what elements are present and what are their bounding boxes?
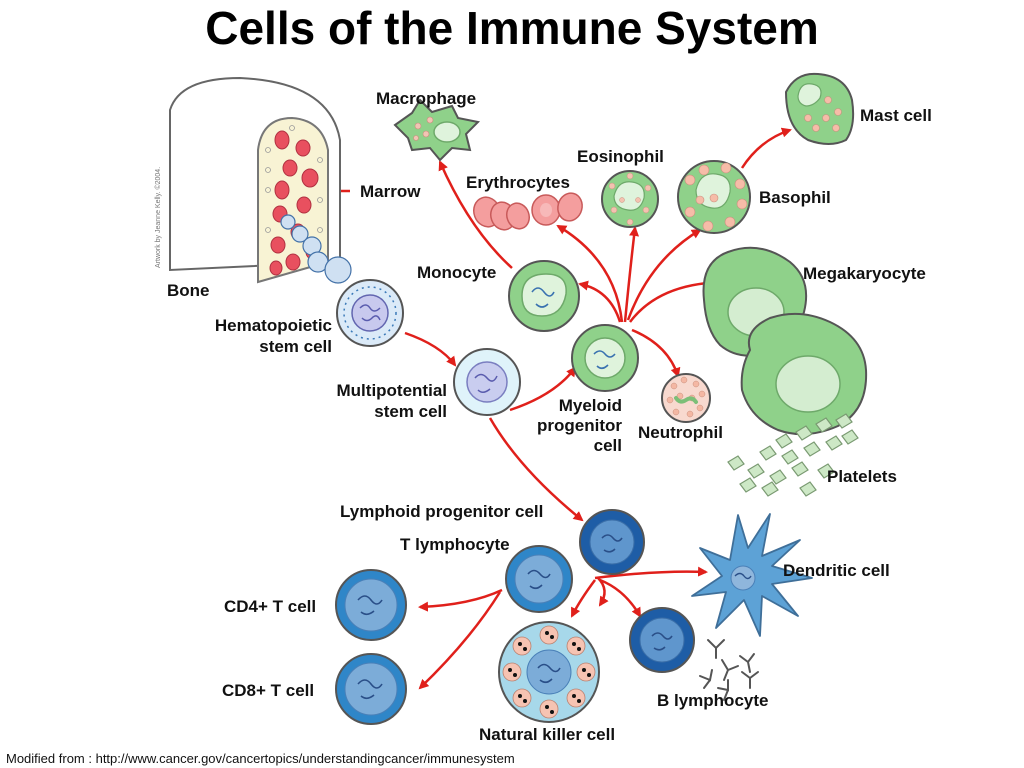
arrows bbox=[310, 127, 792, 690]
arrow-lymphoid-to-b bbox=[599, 578, 642, 618]
t-lymphocyte bbox=[505, 545, 573, 613]
label-myeloid-line1: Myeloid bbox=[559, 396, 622, 415]
dendritic-cell bbox=[691, 513, 813, 637]
erythrocytes bbox=[473, 192, 583, 231]
label-mast-cell: Mast cell bbox=[860, 106, 932, 125]
basophil bbox=[677, 160, 751, 234]
label-macrophage: Macrophage bbox=[376, 89, 476, 108]
arrow-lymphoid-to-nk bbox=[570, 579, 597, 618]
label-marrow: Marrow bbox=[360, 182, 421, 201]
label-bone: Bone bbox=[167, 281, 210, 300]
arrow-t-to-cd8 bbox=[418, 591, 502, 690]
arrow-hsc-to-multipotential bbox=[404, 331, 457, 367]
label-dendritic-cell: Dendritic cell bbox=[783, 561, 890, 580]
antibodies bbox=[699, 639, 759, 701]
label-hsc-line2: stem cell bbox=[259, 337, 332, 356]
multipotential-stem-cell bbox=[453, 348, 521, 416]
arrow-myeloid-to-basophil bbox=[626, 228, 702, 321]
emerging-stem-cells bbox=[280, 214, 352, 284]
label-b-lymphocyte: B lymphocyte bbox=[657, 691, 768, 710]
label-cd8: CD8+ T cell bbox=[222, 681, 314, 700]
label-myeloid-line2: progenitor bbox=[537, 416, 622, 435]
label-monocyte: Monocyte bbox=[417, 263, 496, 282]
natural-killer-cell bbox=[498, 621, 600, 723]
neutrophil bbox=[661, 373, 711, 423]
arrow-myeloid-to-neutrophil bbox=[631, 328, 681, 378]
arrow-myeloid-to-eosinophil bbox=[623, 226, 640, 323]
arrow-basophil-to-mast bbox=[740, 127, 792, 169]
label-t-lymphocyte: T lymphocyte bbox=[400, 535, 510, 554]
label-erythrocytes: Erythrocytes bbox=[466, 173, 570, 192]
macrophage bbox=[393, 98, 481, 162]
label-myeloid-line3: cell bbox=[594, 436, 622, 455]
bone: Artwork by Jeanne Kelly. ©2004. bbox=[154, 76, 352, 284]
label-eosinophil: Eosinophil bbox=[577, 147, 664, 166]
label-neutrophil: Neutrophil bbox=[638, 423, 723, 442]
page-title: Cells of the Immune System bbox=[205, 2, 819, 54]
monocyte bbox=[508, 260, 580, 332]
label-platelets: Platelets bbox=[827, 467, 897, 486]
hematopoietic-stem-cell bbox=[336, 279, 404, 347]
megakaryocyte bbox=[702, 246, 868, 436]
eosinophil bbox=[601, 170, 659, 228]
arrow-multipotential-to-lymphoid bbox=[488, 417, 584, 522]
b-lymphocyte bbox=[629, 607, 695, 673]
label-multipotential-line1: Multipotential bbox=[337, 381, 447, 400]
source-footer: Modified from : http://www.cancer.gov/ca… bbox=[6, 751, 515, 766]
myeloid-progenitor-cell bbox=[571, 324, 639, 392]
marrow-cells bbox=[269, 130, 319, 276]
label-natural-killer: Natural killer cell bbox=[479, 725, 615, 744]
arrow-t-to-cd4 bbox=[418, 588, 503, 612]
arrow-multipotential-to-myeloid bbox=[509, 366, 577, 412]
label-lymphoid-progenitor: Lymphoid progenitor cell bbox=[340, 502, 543, 521]
cd4-t-cell bbox=[335, 569, 407, 641]
artwork-credit: Artwork by Jeanne Kelly. ©2004. bbox=[154, 167, 162, 268]
lymphoid-progenitor-cell bbox=[579, 509, 645, 575]
label-hsc-line1: Hematopoietic bbox=[215, 316, 332, 335]
arrow-myeloid-to-monocyte bbox=[578, 280, 622, 323]
arrow-monocyte-to-macrophage bbox=[438, 160, 513, 269]
label-basophil: Basophil bbox=[759, 188, 831, 207]
label-cd4: CD4+ T cell bbox=[224, 597, 316, 616]
labels: Macrophage Mast cell Eosinophil Erythroc… bbox=[167, 89, 932, 744]
arrow-lymphoid-to-t bbox=[597, 577, 609, 607]
label-megakaryocyte: Megakaryocyte bbox=[803, 264, 926, 283]
arrow-lymphoid-to-dendritic bbox=[594, 566, 708, 580]
cd8-t-cell bbox=[335, 653, 407, 725]
arrow-myeloid-to-erythrocytes bbox=[556, 224, 624, 323]
label-multipotential-line2: stem cell bbox=[374, 402, 447, 421]
platelets bbox=[727, 413, 859, 497]
mast-cell bbox=[784, 72, 855, 145]
